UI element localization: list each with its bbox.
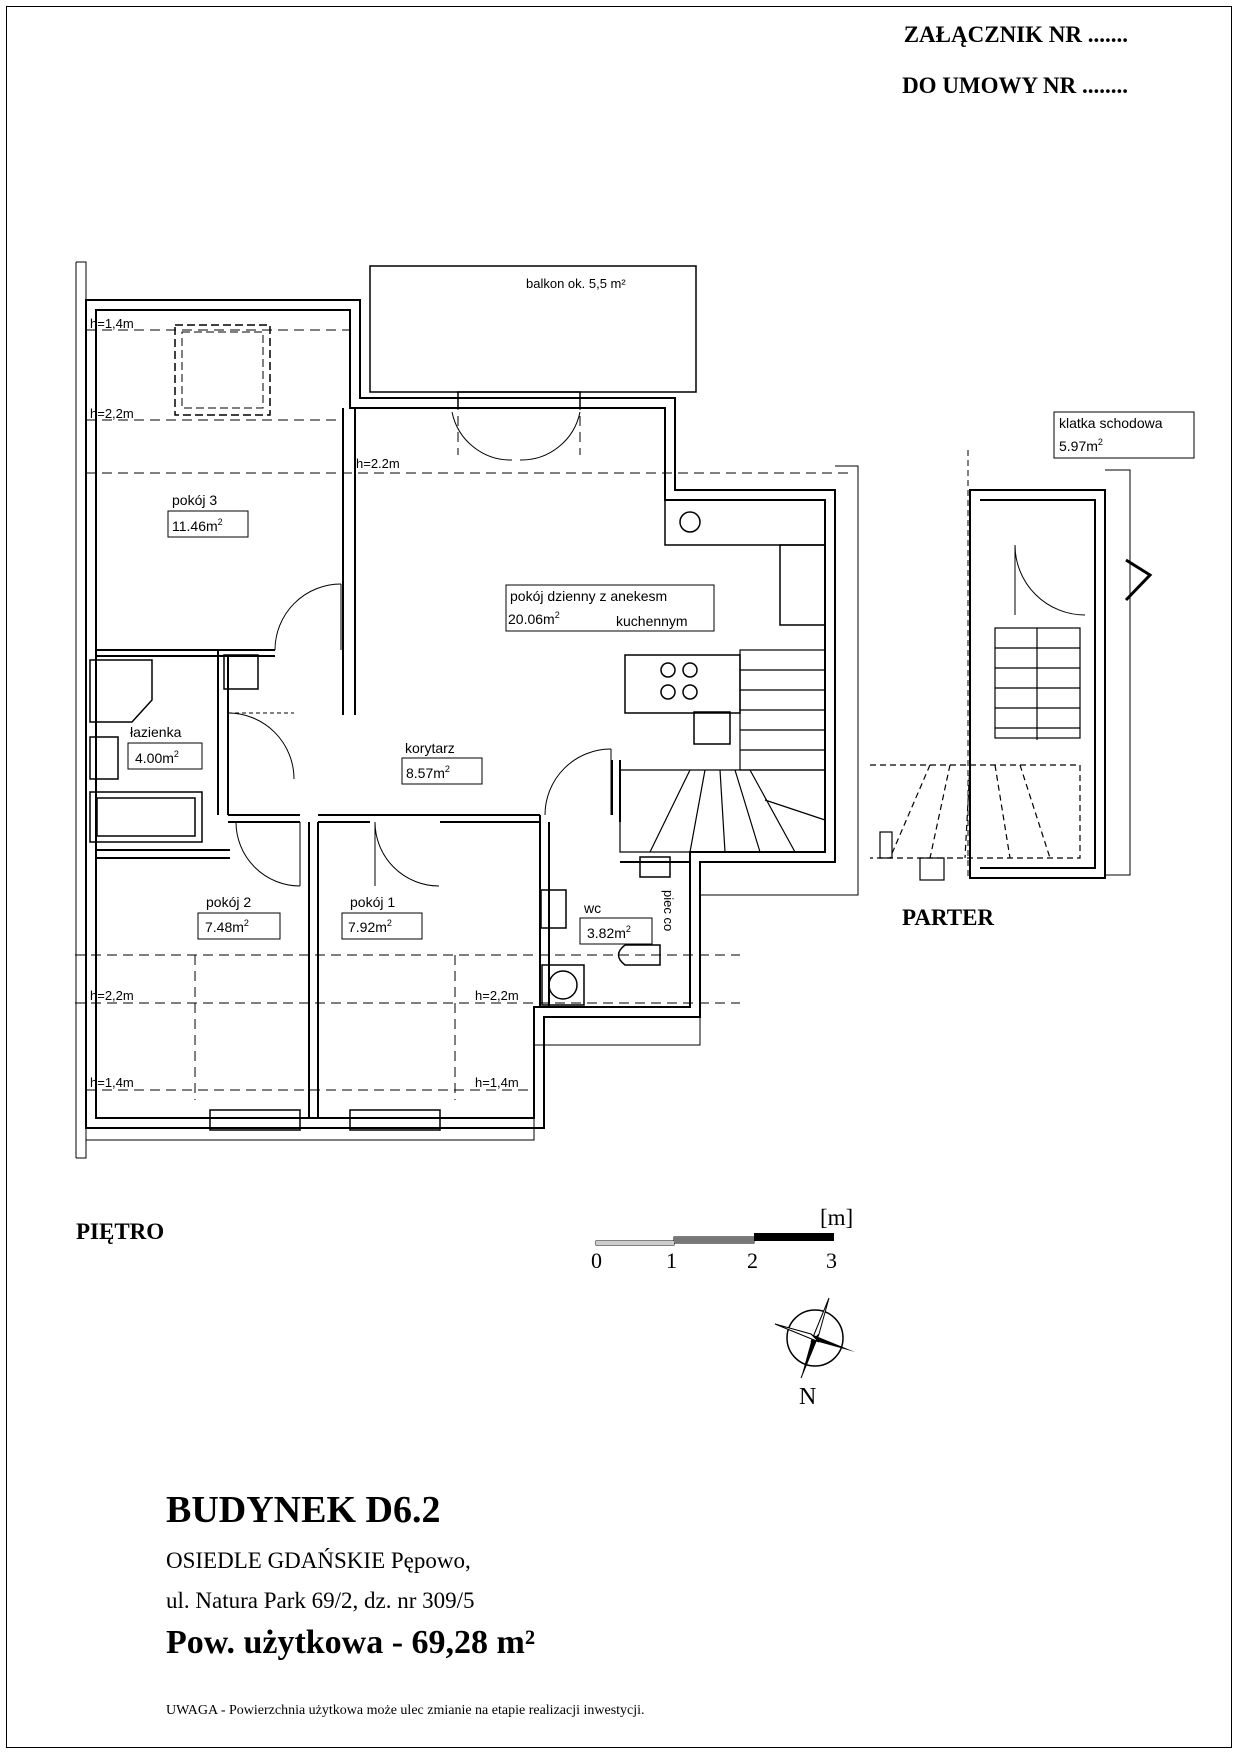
svg-text:klatka schodowa: klatka schodowa bbox=[1059, 415, 1163, 431]
balcony-label: balkon ok. 5,5 m² bbox=[526, 276, 626, 291]
door-swings bbox=[227, 411, 1086, 887]
ground-floor-walls bbox=[967, 450, 1131, 880]
svg-text:3.82m2: 3.82m2 bbox=[587, 924, 631, 941]
svg-text:wc: wc bbox=[583, 900, 601, 916]
height-label-3: h=2.2m bbox=[356, 456, 400, 471]
svg-text:pokój 1: pokój 1 bbox=[350, 894, 395, 910]
ceiling-height-lines bbox=[75, 329, 850, 1100]
section-upper-label: PIĘTRO bbox=[76, 1219, 165, 1244]
svg-text:łazienka: łazienka bbox=[130, 724, 182, 740]
compass-north-label: N bbox=[799, 1384, 816, 1410]
skylight bbox=[174, 324, 271, 416]
stove-label: piec co bbox=[661, 890, 676, 931]
room-label-stairwell: klatka schodowa 5.97m2 bbox=[1053, 411, 1195, 459]
section-ground-label: PARTER bbox=[902, 905, 995, 930]
height-label-1: h=1,4m bbox=[90, 316, 134, 331]
scale-fill-1 bbox=[596, 1241, 674, 1245]
annex-number: ZAŁĄCZNIK NR ....... bbox=[903, 22, 1128, 47]
scale-tick-0: 0 bbox=[591, 1248, 602, 1273]
room-label-bathroom: łazienka 4.00m2 bbox=[127, 724, 203, 770]
compass-rose bbox=[774, 1297, 855, 1379]
svg-text:korytarz: korytarz bbox=[405, 740, 455, 756]
svg-text:7.48m2: 7.48m2 bbox=[205, 918, 249, 935]
room-label-corridor: korytarz 8.57m2 bbox=[401, 740, 483, 785]
scale-fill-3 bbox=[754, 1233, 834, 1241]
height-label-6: h=1,4m bbox=[90, 1075, 134, 1090]
svg-text:5.97m2: 5.97m2 bbox=[1059, 437, 1103, 454]
scale-unit: [m] bbox=[820, 1205, 853, 1230]
estate-name: OSIEDLE GDAŃSKIE Pępowo, bbox=[166, 1548, 471, 1573]
room-label-room1: pokój 1 7.92m2 bbox=[341, 894, 423, 940]
svg-text:8.57m2: 8.57m2 bbox=[406, 764, 450, 781]
windows bbox=[209, 391, 581, 1131]
svg-text:11.46m2: 11.46m2 bbox=[172, 517, 223, 534]
ground-floor-stairs bbox=[870, 627, 1081, 881]
svg-text:4.00m2: 4.00m2 bbox=[135, 749, 179, 766]
bathroom-fixtures bbox=[89, 654, 259, 843]
svg-text:pokój 2: pokój 2 bbox=[206, 894, 251, 910]
height-label-2: h=2,2m bbox=[90, 406, 134, 421]
scale-tick-2: 2 bbox=[747, 1248, 758, 1273]
height-label-4: h=2,2m bbox=[90, 988, 134, 1003]
svg-text:20.06m2: 20.06m2 bbox=[508, 610, 560, 627]
wc-fixtures bbox=[540, 856, 671, 1006]
entrance-arrow bbox=[1124, 558, 1153, 602]
scale-fill-2 bbox=[674, 1237, 754, 1243]
height-label-7: h=1,4m bbox=[475, 1075, 519, 1090]
building-title: BUDYNEK D6.2 bbox=[166, 1489, 441, 1531]
address: ul. Natura Park 69/2, dz. nr 309/5 bbox=[166, 1588, 475, 1613]
scale-tick-1: 1 bbox=[666, 1248, 677, 1273]
room-label-room2: pokój 2 7.48m2 bbox=[197, 894, 281, 940]
room-label-room3: pokój 3 11.46m2 bbox=[167, 492, 249, 538]
contract-number: DO UMOWY NR ........ bbox=[902, 73, 1128, 98]
room-label-wc: wc 3.82m2 bbox=[579, 900, 653, 945]
room-label-living: pokój dzienny z anekesm 20.06m2 kuchenny… bbox=[505, 584, 715, 632]
scale-tick-3: 3 bbox=[826, 1248, 837, 1273]
upper-stairs bbox=[619, 649, 826, 853]
svg-text:pokój 3: pokój 3 bbox=[172, 492, 217, 508]
sheet-frame bbox=[6, 6, 1232, 1748]
svg-text:7.92m2: 7.92m2 bbox=[348, 918, 392, 935]
height-label-5: h=2,2m bbox=[475, 988, 519, 1003]
svg-text:kuchennym: kuchennym bbox=[616, 613, 688, 629]
usable-area: Pow. użytkowa - 69,28 m² bbox=[166, 1624, 536, 1661]
interior-walls bbox=[96, 408, 691, 1118]
svg-text:pokój dzienny z anekesm: pokój dzienny z anekesm bbox=[510, 588, 667, 604]
warning-note: UWAGA - Powierzchnia użytkowa może ulec … bbox=[166, 1703, 645, 1718]
